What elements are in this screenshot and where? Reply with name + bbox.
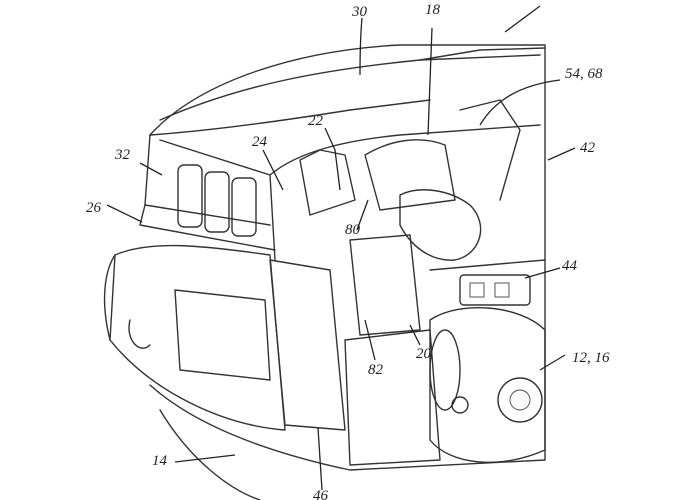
label-lower-panel: 46 — [313, 488, 328, 500]
label-compartment: 42 — [580, 140, 595, 156]
label-front-fascia: 26 — [86, 200, 101, 216]
label-engine-cover: 18 — [425, 2, 440, 18]
label-grille: 32 — [115, 147, 130, 163]
label-battery: 44 — [562, 258, 577, 274]
label-hood: 30 — [352, 4, 367, 20]
label-lower-duct: 82 — [368, 362, 383, 378]
label-duct: 80 — [345, 222, 360, 238]
label-bracket: 54, 68 — [565, 66, 603, 82]
label-left-support: 24 — [252, 134, 267, 150]
label-shroud: 20 — [416, 346, 431, 362]
label-bumper: 14 — [152, 453, 167, 469]
label-engine: 12, 16 — [572, 350, 610, 366]
label-upper-member: 22 — [308, 113, 323, 129]
